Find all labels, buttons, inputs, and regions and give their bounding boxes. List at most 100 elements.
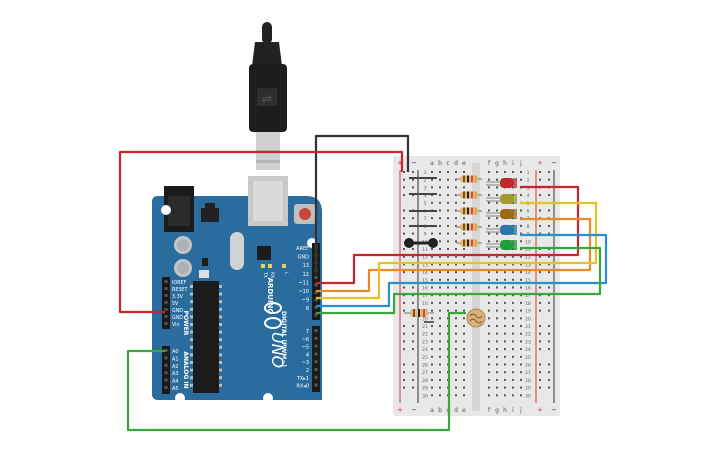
digital-pin-label: ~9 (302, 298, 309, 304)
row-number: 30 (525, 393, 531, 399)
led[interactable] (500, 209, 514, 219)
row-number: 1 (527, 170, 530, 176)
svg-text:⇌: ⇌ (262, 92, 273, 107)
analog-pin-label: A3 (172, 371, 179, 377)
row-number: 12 (525, 255, 531, 261)
row-number: 16 (422, 286, 428, 292)
row-number: 18 (525, 301, 531, 307)
digital-header-bottom[interactable] (312, 326, 320, 392)
led[interactable] (500, 194, 514, 204)
row-number: 13 (525, 262, 531, 268)
rail-label: − (551, 159, 557, 167)
digital-header-top[interactable] (312, 243, 320, 320)
digital-pin-label: ~11 (298, 280, 309, 286)
column-letter: h (503, 407, 507, 414)
leds[interactable] (486, 178, 517, 250)
status-led-label: RX (269, 272, 275, 278)
row-number: 23 (422, 339, 428, 345)
row-number: 10 (525, 239, 531, 245)
digital-pin-label: 8 (306, 306, 309, 312)
row-number: 21 (422, 324, 428, 330)
power-pin-label: Vin (172, 322, 180, 328)
wire-yellow-pin11 (316, 201, 598, 300)
row-number: 22 (422, 332, 428, 338)
status-led-label: TX (262, 271, 268, 278)
ldr-resistor[interactable] (404, 309, 434, 323)
row-number: 3 (424, 185, 427, 191)
row-number: 28 (422, 378, 428, 384)
digital-pin-label: GND (298, 255, 310, 261)
led[interactable] (500, 178, 514, 188)
digital-pin-label: 4 (306, 352, 309, 358)
row-number: 11 (525, 247, 531, 253)
column-letter: b (438, 160, 442, 167)
led-resistors[interactable] (456, 175, 482, 247)
row-number: 5 (424, 201, 427, 207)
wire-red-5v (118, 150, 404, 314)
column-letter: d (454, 160, 458, 167)
row-number: 11 (422, 247, 428, 253)
row-number: 26 (422, 363, 428, 369)
row-number: 9 (424, 232, 427, 238)
wire-black-gnd (314, 134, 410, 274)
analog-header[interactable] (162, 346, 170, 394)
row-number: 1 (424, 170, 427, 176)
row-number: 14 (525, 270, 531, 276)
row-number: 15 (525, 278, 531, 284)
digital-header-label: DIGITAL (PWM~) (280, 311, 287, 367)
pushbutton[interactable] (404, 177, 438, 248)
rail-label: − (551, 406, 557, 414)
analog-pin-label: A4 (172, 379, 179, 385)
arduino-model-label: UNO (268, 332, 287, 368)
column-letter: c (446, 160, 449, 167)
row-number: 28 (525, 378, 531, 384)
digital-pin-label: ~5 (302, 345, 309, 351)
analog-header-label: ANALOG IN (182, 351, 189, 388)
breadboard[interactable]: abcdefghij+−+−abcdefghij+−+−112233445566… (393, 156, 560, 416)
row-number: 16 (525, 286, 531, 292)
digital-pin-label: 13 (303, 263, 309, 269)
rail-label: + (537, 406, 543, 414)
column-letter: d (454, 407, 458, 414)
row-number: 14 (422, 270, 428, 276)
row-number: 23 (525, 339, 531, 345)
rail-label: + (537, 159, 543, 167)
rail-label: + (397, 406, 403, 414)
digital-pin-label: 7 (306, 329, 309, 335)
arduino-board[interactable]: ARDUINO UNO POWER ANALOG IN DIGITAL (PWM… (152, 176, 322, 403)
column-letter: e (462, 160, 466, 167)
power-pin-label: 5V (172, 301, 179, 307)
digital-pin-label: ~3 (302, 360, 309, 366)
wire-red-pin13 (316, 185, 580, 285)
row-number: 27 (525, 370, 531, 376)
row-number: 4 (424, 193, 427, 199)
column-letter: i (512, 160, 514, 167)
led[interactable] (500, 225, 514, 235)
column-letter: e (462, 407, 466, 414)
power-pin-label: IOREF (172, 280, 187, 286)
arduino-logo (264, 302, 282, 329)
led[interactable] (500, 240, 514, 250)
row-number: 27 (422, 370, 428, 376)
row-number: 18 (422, 301, 428, 307)
photoresistor[interactable] (466, 308, 486, 328)
row-number: 2 (424, 178, 427, 184)
column-letter: j (519, 160, 522, 167)
digital-pin-label: AREF (296, 246, 309, 252)
wire-green-a0 (126, 311, 466, 432)
row-number: 4 (527, 193, 530, 199)
digital-pin-label: ~6 (302, 337, 309, 343)
analog-pin-label: A2 (172, 364, 179, 370)
column-letter: f (488, 160, 491, 167)
column-letter: h (503, 160, 507, 167)
row-number: 3 (527, 185, 530, 191)
analog-pin-label: A0 (172, 349, 179, 355)
row-number: 8 (527, 224, 530, 230)
row-number: 15 (422, 278, 428, 284)
status-led-rx (268, 264, 272, 268)
column-letter: i (512, 407, 514, 414)
digital-pin-label: RX◂0 (296, 384, 309, 390)
wire-green-pin9 (316, 246, 602, 315)
column-letter: a (430, 407, 434, 414)
